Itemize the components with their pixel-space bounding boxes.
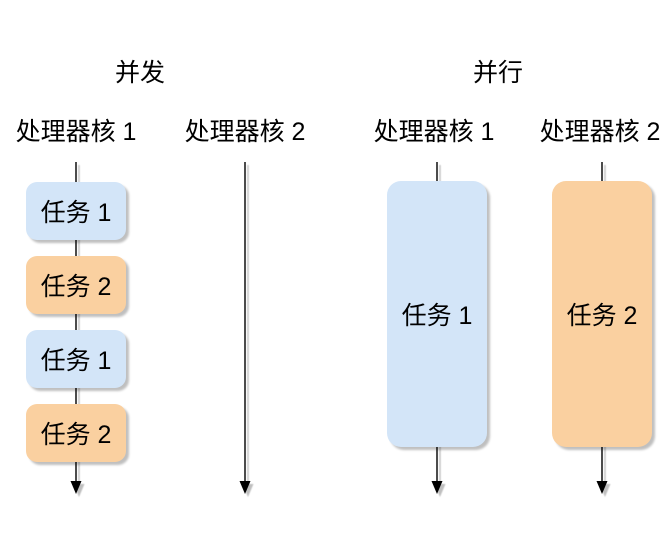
panel-title-parallelism: 并行 — [472, 59, 524, 87]
arrowhead-down-icon — [239, 481, 251, 494]
arrowhead-down-icon — [596, 481, 608, 494]
task-box: 任务 1 — [26, 182, 126, 240]
task-label: 任务 1 — [401, 302, 473, 330]
task-label: 任务 1 — [40, 347, 112, 375]
task-box: 任务 1 — [26, 330, 126, 388]
task-box: 任务 2 — [26, 404, 126, 462]
task-label: 任务 1 — [40, 199, 112, 227]
task-box: 任务 2 — [26, 256, 126, 314]
task-label: 任务 2 — [40, 273, 112, 301]
task-label: 任务 2 — [40, 421, 112, 449]
task-label: 任务 2 — [566, 302, 638, 330]
panel-title-concurrency: 并发 — [114, 59, 166, 87]
core-label-concurrency-core1: 处理器核 1 — [15, 118, 137, 146]
timeline-concurrency-core2 — [239, 162, 251, 494]
task-box: 任务 1 — [387, 181, 487, 447]
arrowhead-down-icon — [70, 481, 82, 494]
arrowhead-down-icon — [431, 481, 443, 494]
task-box: 任务 2 — [552, 181, 652, 447]
core-label-concurrency-core2: 处理器核 2 — [184, 118, 306, 146]
core-label-parallelism-core2: 处理器核 2 — [539, 118, 661, 146]
core-label-parallelism-core1: 处理器核 1 — [373, 118, 495, 146]
